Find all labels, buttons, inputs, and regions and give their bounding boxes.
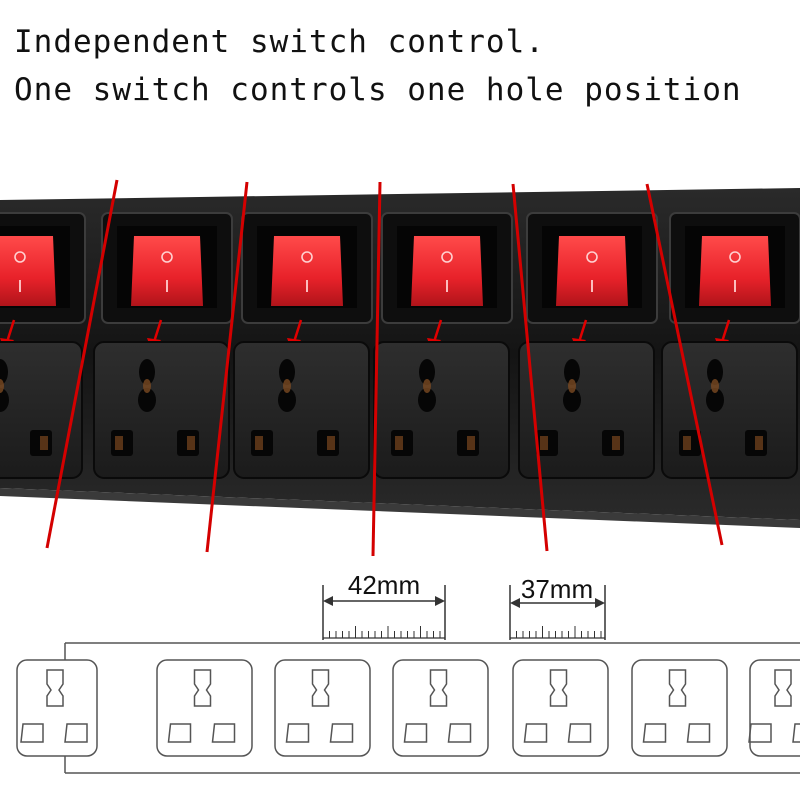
guide-line: [371, 181, 382, 557]
outlet-unit: [661, 212, 800, 479]
switch-off-mark: [586, 251, 598, 263]
arrow-icon: [720, 319, 731, 343]
socket-hole-top: [419, 359, 435, 385]
outlet-unit: [93, 212, 233, 479]
socket-face: [0, 341, 83, 479]
guide-lines: [45, 179, 724, 557]
arrow-icon: [5, 319, 16, 343]
switch-off-mark: [161, 251, 173, 263]
rocker-switch: [131, 236, 203, 306]
socket-hole-top: [564, 359, 580, 385]
switch-off-mark: [301, 251, 313, 263]
rocker-switch: [699, 236, 771, 306]
guide-line: [511, 183, 549, 552]
caption-line-1: Independent switch control.: [14, 24, 545, 60]
socket-hole-top: [279, 359, 295, 385]
guide-line: [645, 183, 724, 546]
drawing-socket: [748, 659, 800, 757]
drawing-socket: [274, 659, 371, 757]
guide-line: [45, 179, 119, 549]
drawing-socket: [512, 659, 609, 757]
dimension-label-42mm: 42mm: [348, 570, 420, 600]
switch-off-mark: [441, 251, 453, 263]
switch-off-mark: [729, 251, 741, 263]
drawing-socket: [631, 659, 728, 757]
rocker-switch: [271, 236, 343, 306]
socket-hole-top: [0, 359, 8, 385]
outlet-unit: [233, 212, 373, 479]
dimension-42mm: 42mm: [322, 570, 446, 640]
dimension-label-37mm: 37mm: [521, 574, 593, 604]
drawing-socket: [392, 659, 489, 757]
rocker-switch: [411, 236, 483, 306]
caption-line-2: One switch controls one hole position: [14, 72, 742, 108]
arrow-icon: [292, 319, 303, 343]
guide-line: [205, 181, 249, 553]
socket-face: [93, 341, 230, 479]
socket-hole-top: [707, 359, 723, 385]
arrow-icon: [432, 319, 443, 343]
socket-hole-top: [139, 359, 155, 385]
dimension-drawing: 42mm 37mm: [16, 570, 800, 774]
rocker-switch: [556, 236, 628, 306]
outlet-unit: [518, 212, 658, 479]
outlet-unit: [0, 212, 86, 479]
drawing-socket: [16, 659, 98, 757]
switch-off-mark: [14, 251, 26, 263]
arrow-icon: [577, 319, 588, 343]
outlet-unit: [373, 212, 513, 479]
socket-face: [661, 341, 798, 479]
drawing-socket: [156, 659, 253, 757]
socket-face: [233, 341, 370, 479]
rocker-switch: [0, 236, 56, 306]
socket-face: [373, 341, 510, 479]
arrow-icon: [152, 319, 163, 343]
dimension-37mm: 37mm: [509, 574, 606, 640]
